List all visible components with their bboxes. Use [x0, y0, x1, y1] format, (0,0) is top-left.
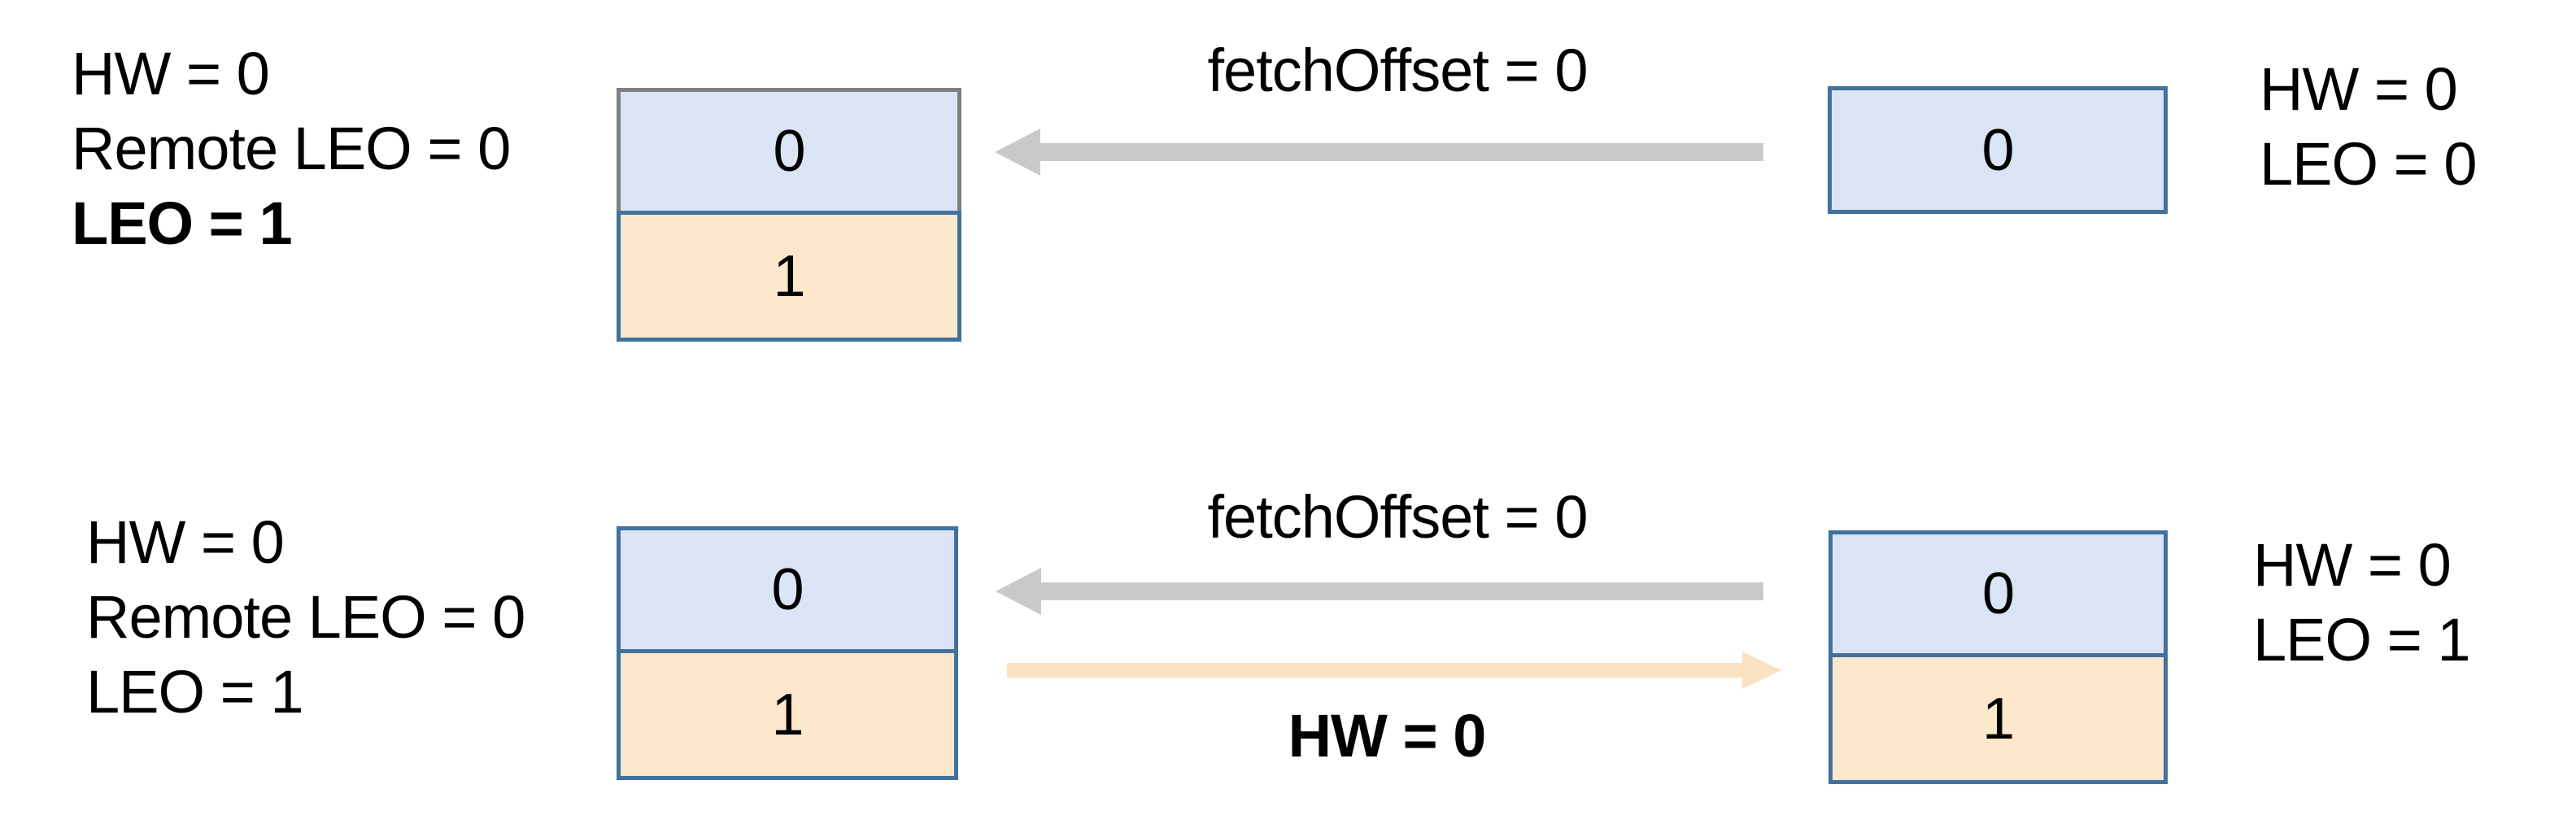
bottom-follower-hw: HW = 0: [2253, 531, 2452, 599]
bottom-leader-remote-leo: Remote LEO = 0: [86, 583, 525, 651]
top-follower-leo: LEO = 0: [2260, 130, 2478, 198]
top-leader-log-cell-0: 0: [617, 88, 961, 215]
bottom-leader-log-cell-1: 1: [617, 649, 958, 780]
top-leader-log-cell-1: 1: [617, 211, 961, 342]
bottom-response-label: HW = 0: [1288, 702, 1487, 770]
bottom-fetch-label: fetchOffset = 0: [1207, 483, 1589, 551]
top-leader-hw: HW = 0: [72, 40, 270, 107]
top-fetch-arrowhead-icon: [995, 129, 1040, 176]
bottom-leader-log-cell-0: 0: [617, 526, 958, 653]
bottom-leader-hw: HW = 0: [86, 508, 285, 576]
top-leader-remote-leo: Remote LEO = 0: [72, 115, 511, 182]
bottom-fetch-arrow: [996, 568, 1763, 615]
bottom-response-arrow-shaft: [1007, 663, 1746, 678]
top-leader-state: HW = 0 Remote LEO = 0 LEO = 1: [72, 37, 511, 261]
top-follower-state: HW = 0 LEO = 0: [2260, 52, 2478, 202]
bottom-response-arrowhead-icon: [1742, 652, 1781, 689]
top-fetch-arrow: [995, 129, 1763, 176]
top-leader-leo: LEO = 1: [72, 190, 293, 257]
bottom-follower-log-box: 0 1: [1828, 530, 2168, 784]
bottom-leader-state: HW = 0 Remote LEO = 0 LEO = 1: [86, 505, 525, 730]
bottom-fetch-arrow-shaft: [1038, 582, 1763, 600]
bottom-follower-log-cell-0: 0: [1828, 530, 2168, 657]
top-follower-log-box: 0: [1828, 86, 2168, 214]
bottom-leader-log-box: 0 1: [617, 526, 958, 780]
top-follower-hw: HW = 0: [2260, 55, 2458, 123]
bottom-leader-leo: LEO = 1: [86, 658, 304, 726]
top-fetch-label: fetchOffset = 0: [1207, 37, 1589, 104]
bottom-follower-state: HW = 0 LEO = 1: [2253, 528, 2471, 678]
top-follower-log-cell-0: 0: [1828, 86, 2168, 214]
top-fetch-arrow-shaft: [1037, 143, 1763, 161]
bottom-response-arrow: [1007, 652, 1781, 689]
top-leader-log-box: 0 1: [617, 88, 961, 342]
bottom-follower-log-cell-1: 1: [1828, 653, 2168, 784]
bottom-follower-leo: LEO = 1: [2253, 606, 2471, 674]
bottom-fetch-arrowhead-icon: [996, 568, 1041, 615]
